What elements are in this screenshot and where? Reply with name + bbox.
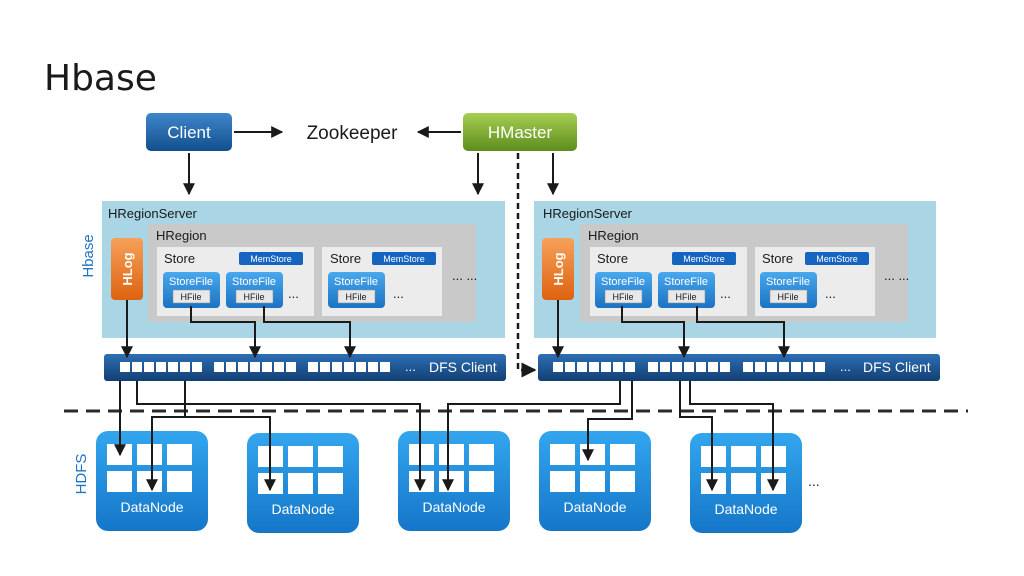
dfs-client-bar-1: ... DFS Client [104, 354, 506, 381]
dfs-more: ... [405, 359, 416, 374]
region-server-title: HRegionServer [108, 206, 198, 221]
stores-more: ... ... [884, 268, 909, 283]
store-2: Store MemStore StoreFile HFile ... [322, 247, 442, 316]
storefile-more: ... [720, 286, 731, 301]
hfile-label: HFile [675, 292, 696, 302]
store-2: Store MemStore StoreFile HFile ... [755, 247, 875, 316]
storefile-box: StoreFile HFile [226, 272, 283, 308]
store-label: Store [164, 251, 195, 266]
hfile-label: HFile [777, 292, 798, 302]
stores-more: ... ... [452, 268, 477, 283]
dfs-block-group [120, 362, 202, 372]
hfile-label: HFile [612, 292, 633, 302]
storefile-box: StoreFile HFile [163, 272, 220, 308]
region-server-1: HRegionServer HLog HRegion Store MemStor… [102, 201, 505, 338]
storefile-box: StoreFile HFile [760, 272, 817, 308]
hfile-label: HFile [345, 292, 366, 302]
storefile-label: StoreFile [169, 276, 213, 288]
dfs-block-group [308, 362, 390, 372]
hbase-side-label: Hbase [80, 234, 97, 277]
dfs-block-group [214, 362, 296, 372]
dfs-block-group [648, 362, 730, 372]
store-label: Store [597, 251, 628, 266]
dfs-client-label: DFS Client [429, 359, 497, 375]
storefile-more: ... [288, 286, 299, 301]
region-server-title: HRegionServer [543, 206, 633, 221]
datanode-label: DataNode [271, 501, 334, 517]
dfs-block-group [743, 362, 825, 372]
dfs-client-bar-2: ... DFS Client [538, 354, 940, 381]
storefile-more: ... [825, 286, 836, 301]
store-1: Store MemStore StoreFile HFile StoreFile… [590, 247, 747, 316]
memstore-label: MemStore [383, 254, 425, 264]
hmaster-label: HMaster [488, 123, 553, 142]
memstore-label: MemStore [683, 254, 725, 264]
datanode-5: DataNode [690, 433, 802, 533]
storefile-label: StoreFile [766, 276, 810, 288]
datanode-label: DataNode [422, 499, 485, 515]
hregion-label: HRegion [156, 228, 207, 243]
storefile-label: StoreFile [334, 276, 378, 288]
storefile-more: ... [393, 286, 404, 301]
datanode-label: DataNode [563, 499, 626, 515]
datanode-label: DataNode [120, 499, 183, 515]
slide-title: Hbase [44, 58, 157, 99]
hregion-label: HRegion [588, 228, 639, 243]
client-label: Client [167, 123, 211, 142]
datanode-3: DataNode [398, 431, 510, 531]
datanode-4: DataNode [539, 431, 651, 531]
zookeeper-label: Zookeeper [307, 123, 399, 144]
connectors-rs2 [442, 300, 790, 492]
store-label: Store [330, 251, 361, 266]
region-server-2: HRegionServer HLog HRegion Store MemStor… [534, 201, 936, 338]
hlog-box: HLog [111, 238, 143, 300]
store-label: Store [762, 251, 793, 266]
dfs-more: ... [840, 359, 851, 374]
storefile-box: StoreFile HFile [328, 272, 385, 308]
storefile-box: StoreFile HFile [658, 272, 715, 308]
hdfs-side-label: HDFS [73, 454, 90, 495]
storefile-box: StoreFile HFile [595, 272, 652, 308]
memstore-label: MemStore [250, 254, 292, 264]
dfs-block-group [553, 362, 635, 372]
connectors-rs1 [114, 300, 426, 492]
arrow-hmaster-dfs-dashed [516, 153, 537, 378]
datanodes-more: ... [808, 473, 820, 489]
storefile-label: StoreFile [232, 276, 276, 288]
storefile-label: StoreFile [601, 276, 645, 288]
storefile-label: StoreFile [664, 276, 708, 288]
memstore-label: MemStore [816, 254, 858, 264]
dfs-client-label: DFS Client [863, 359, 931, 375]
datanode-label: DataNode [714, 501, 777, 517]
hlog-box: HLog [542, 238, 574, 300]
client-box: Client [146, 113, 232, 151]
hlog-label: HLog [120, 252, 135, 285]
datanode-2: DataNode [247, 433, 359, 533]
hmaster-box: HMaster [463, 113, 577, 151]
hlog-label: HLog [551, 252, 566, 285]
hfile-label: HFile [180, 292, 201, 302]
store-1: Store MemStore StoreFile HFile StoreFile… [157, 247, 314, 316]
hfile-label: HFile [243, 292, 264, 302]
